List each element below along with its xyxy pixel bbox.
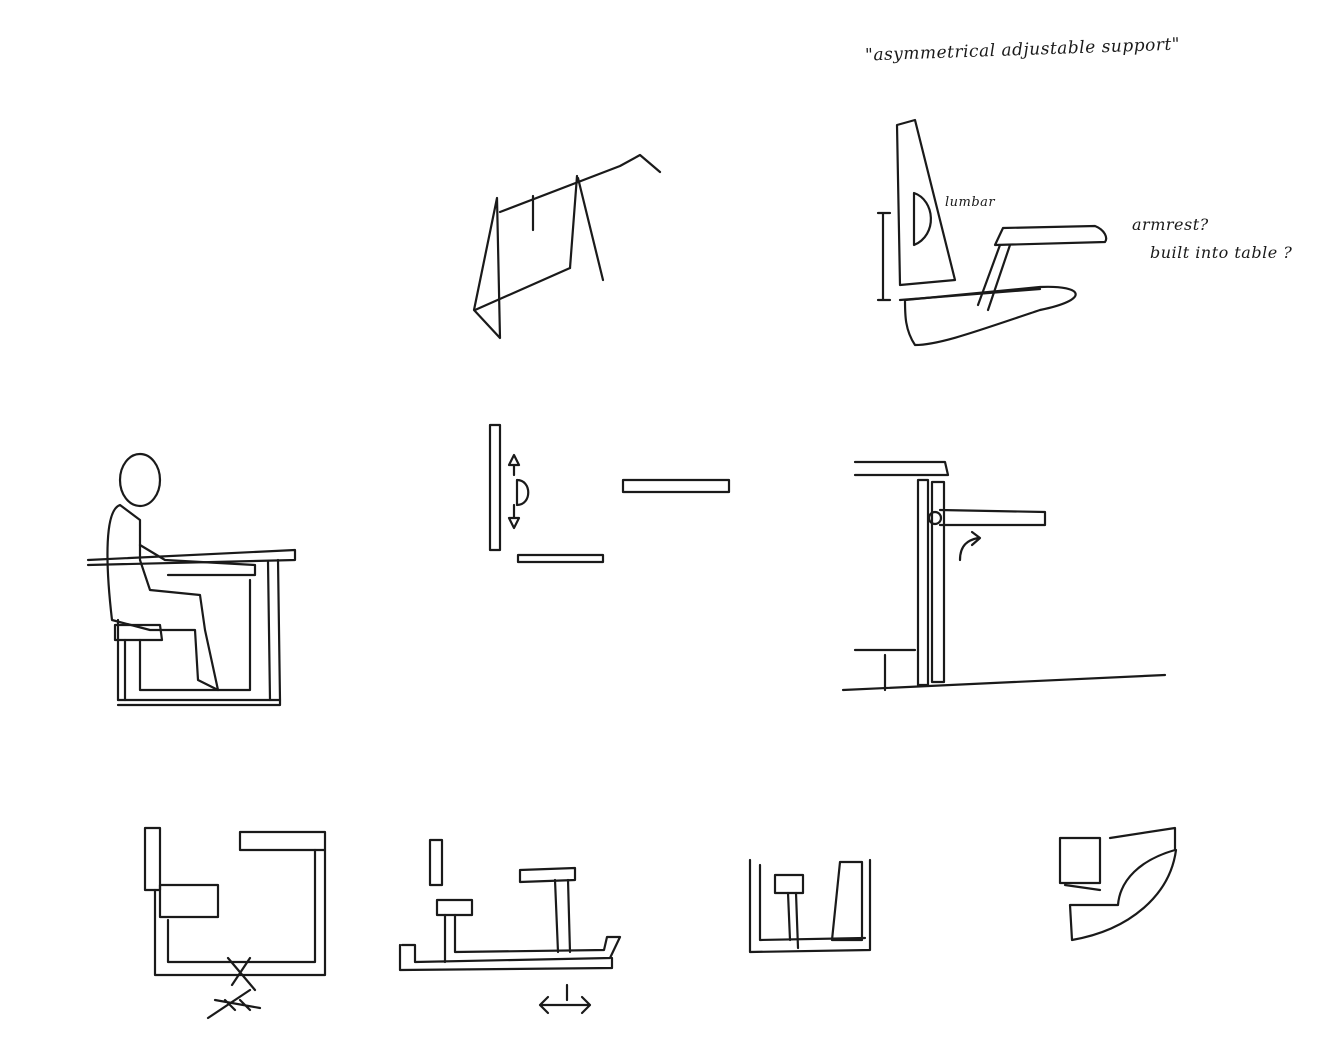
person-at-desk-sketch <box>86 452 297 707</box>
armrest-note: armrest? <box>1132 215 1209 234</box>
lumbar-label: lumbar <box>945 195 996 210</box>
layout-sketch-2 <box>398 838 622 1015</box>
canopy-frame-sketch <box>472 153 662 340</box>
fold-armrest-diagram <box>841 460 1167 692</box>
built-into-table-note: built into table ? <box>1150 243 1293 262</box>
lumbar-adjust-diagram <box>488 423 731 564</box>
layout-sketch-4 <box>1058 826 1178 942</box>
layout-sketch-1 <box>143 826 327 1020</box>
layout-sketch-3 <box>748 858 872 954</box>
chair-lumbar-sketch <box>876 118 1108 347</box>
